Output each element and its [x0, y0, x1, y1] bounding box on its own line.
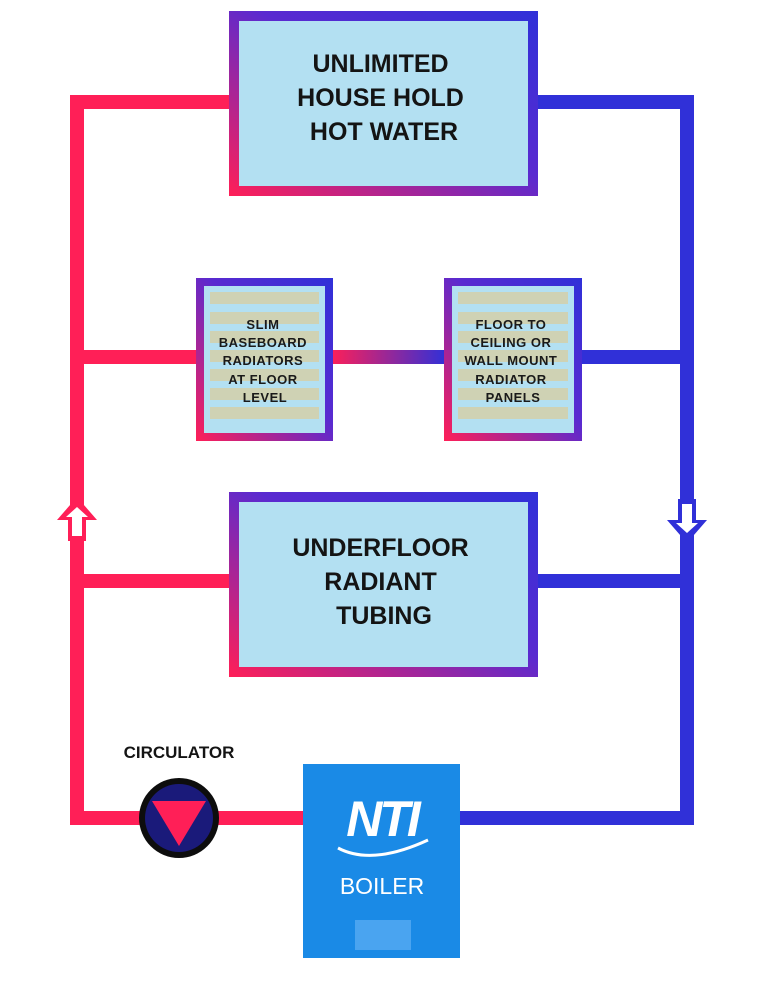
baseboard-radiator-fins: [210, 292, 319, 419]
panel-line-2: CEILING OR: [471, 335, 552, 350]
baseboard-line-5: LEVEL: [243, 390, 287, 405]
panel-line-3: WALL MOUNT: [465, 353, 558, 368]
radiator-connector-pipe: [330, 350, 446, 364]
supply-piping: [70, 95, 305, 825]
panel-radiator-fins: [458, 292, 568, 419]
svg-text:SLIM BASEBOARD RAD: SLIM BASEBOARD RADIATORS AT FLOOR LEVEL: [219, 317, 311, 405]
svg-text:UNLIMITED HOUSE HOLD: UNLIMITED HOUSE HOLD HOT WATER: [297, 50, 471, 146]
boiler: NTI BOILER: [303, 764, 460, 958]
panel-radiator: FLOOR TO CEILING OR WALL MOUNT RADIATOR …: [444, 278, 582, 441]
nti-logo: NTI: [346, 791, 422, 847]
return-piping: [460, 95, 694, 825]
baseboard-line-3: RADIATORS: [223, 353, 304, 368]
nti-logo-swoosh: [337, 838, 429, 857]
underfloor-line-2: RADIANT: [324, 568, 437, 596]
baseboard-radiator: SLIM BASEBOARD RADIATORS AT FLOOR LEVEL: [196, 278, 333, 441]
return-flow-arrow-icon: [667, 499, 707, 543]
hot-water-line-1: UNLIMITED: [312, 50, 448, 78]
panel-line-5: PANELS: [486, 390, 541, 405]
circulator-label: CIRCULATOR: [124, 743, 235, 762]
boiler-control-panel: [355, 920, 411, 950]
svg-text:FLOOR TO CEILING OR: FLOOR TO CEILING OR WALL MOUNT RADIATOR …: [465, 317, 562, 405]
underfloor-line-1: UNDERFLOOR: [292, 534, 468, 562]
baseboard-line-4: AT FLOOR: [228, 372, 298, 387]
baseboard-line-1: SLIM: [246, 317, 279, 332]
panel-line-4: RADIATOR: [475, 372, 547, 387]
panel-line-1: FLOOR TO: [475, 317, 546, 332]
underfloor-line-3: TUBING: [336, 602, 432, 630]
hot-water-line-3: HOT WATER: [310, 118, 458, 146]
svg-text:UNDERFLOOR RADIANT: UNDERFLOOR RADIANT TUBING: [292, 534, 475, 630]
supply-flow-arrow-icon: [57, 497, 97, 541]
hot-water-box: UNLIMITED HOUSE HOLD HOT WATER: [229, 11, 538, 196]
boiler-label: BOILER: [340, 873, 424, 899]
hot-water-line-2: HOUSE HOLD: [297, 84, 464, 112]
baseboard-line-2: BASEBOARD: [219, 335, 307, 350]
circulator-pump-icon: [139, 778, 219, 858]
underfloor-box: UNDERFLOOR RADIANT TUBING: [229, 492, 538, 677]
